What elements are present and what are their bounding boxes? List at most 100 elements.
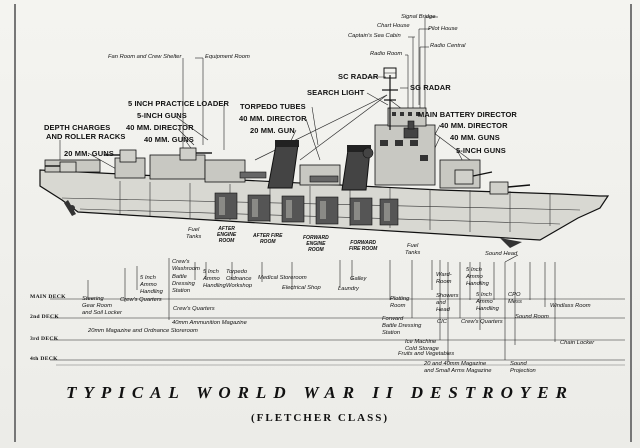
equipment-room-label: Equipment Room xyxy=(205,54,250,60)
crews-quarters-3-label: Crew's Quarters xyxy=(461,319,503,325)
sound-head-dome xyxy=(500,238,522,248)
line: Plotting xyxy=(390,296,410,302)
twenty-mm-magazine-label: 20mm Magazine and Ordnance Storeroom xyxy=(88,328,198,334)
forty-director-mid-label: 40 MM. DIRECTOR xyxy=(239,114,307,123)
line: 5 Inch xyxy=(203,269,219,275)
line: Fuel xyxy=(187,227,200,233)
line: FORWARD xyxy=(303,235,329,241)
crews-quarters-1-label: Crew's Quarters xyxy=(120,297,162,303)
line: Ammo xyxy=(476,299,493,305)
page-frame xyxy=(14,4,632,442)
line: Gear Room xyxy=(82,303,112,309)
line: Head xyxy=(436,307,450,313)
line: Crew's xyxy=(172,259,190,265)
forty-mm-magazine-label: 40mm Ammunition Magazine xyxy=(172,320,247,326)
practice-loader-label: 5 INCH PRACTICE LOADER xyxy=(128,99,229,108)
line: 5 Inch xyxy=(140,275,156,281)
sc-radar-label: SC RADAR xyxy=(338,72,379,81)
line: Fuel xyxy=(406,243,419,249)
line: Ammo xyxy=(466,274,483,280)
line: FIRE ROOM xyxy=(349,246,378,252)
torpedo-tubes xyxy=(239,171,339,183)
sound-room-label: Sound Room xyxy=(515,314,549,320)
deck-level-lines xyxy=(50,298,625,361)
forty-guns-fwd-label: 40 MM. GUNS xyxy=(450,133,500,142)
line: 20 and 40mm Magazine xyxy=(424,361,487,367)
line: ENGINE xyxy=(217,232,237,238)
forty-director-aft-label: 40 MM. DIRECTOR xyxy=(126,123,194,132)
twenty-guns-aft-label: 20 MM. GUNS xyxy=(64,149,114,158)
line: AFTER xyxy=(218,226,235,232)
galley-label: Galley xyxy=(350,276,367,282)
line: ROOM xyxy=(259,239,276,245)
medical-storeroom-label: Medical Storeroom xyxy=(258,275,307,281)
line: Mess xyxy=(508,299,522,305)
second-deck-label: 2nd DECK xyxy=(30,314,59,320)
laundry-label: Laundry xyxy=(338,286,359,292)
line: Handling xyxy=(203,283,226,289)
line: Battle xyxy=(172,274,187,280)
pilot-house-label: Pilot House xyxy=(428,26,458,32)
line: and Soil Locker xyxy=(82,310,122,316)
forty-director-fwd-label: 40 MM. DIRECTOR xyxy=(440,121,508,130)
windlass-room-label: Windlass Room xyxy=(550,303,591,309)
ward-room-label: Ward-Room xyxy=(436,272,452,286)
mast xyxy=(382,75,398,130)
search-light xyxy=(362,147,374,159)
chain-locker-label: Chain Locker xyxy=(560,340,595,346)
chart-house-label: Chart House xyxy=(377,23,410,29)
line: Ward- xyxy=(436,272,452,278)
line: AFTER FIRE xyxy=(253,233,283,239)
line: Sound xyxy=(510,361,527,367)
search-light-label: SEARCH LIGHT xyxy=(307,88,365,97)
line: Forward xyxy=(382,316,404,322)
crews-quarters-2-label: Crew's Quarters xyxy=(173,306,215,312)
line: Battle Dressing xyxy=(382,323,422,329)
line: Ammo xyxy=(140,282,157,288)
signal-bridge-label: Signal Bridge xyxy=(401,14,436,20)
line: Handling xyxy=(476,306,499,312)
fan-room-label: Fan Room and Crew Shelter xyxy=(108,54,182,60)
main-deck-label: MAIN DECK xyxy=(30,294,66,300)
five-inch-guns-aft-label: 5-INCH GUNS xyxy=(137,111,187,120)
line: 5 Inch xyxy=(476,292,492,298)
line: 5 Inch xyxy=(466,267,482,273)
line: Washroom xyxy=(172,266,200,272)
line: Handling xyxy=(140,289,163,295)
line: ROOM xyxy=(218,238,235,244)
line: ROOM xyxy=(308,247,324,253)
diagram-subtitle: (FLETCHER CLASS) xyxy=(250,412,390,424)
line: CPO xyxy=(508,292,521,298)
line: Ammo xyxy=(203,276,220,282)
compartment-leaders xyxy=(56,254,625,366)
captains-sea-cabin-label: Captain's Sea Cabin xyxy=(348,33,401,39)
sg-radar-label: SG RADAR xyxy=(410,83,451,92)
line: Cold Storage xyxy=(405,346,439,352)
line: Station xyxy=(382,330,401,336)
line: Room xyxy=(390,303,406,309)
five-inch-guns-fwd-label: 5-INCH GUNS xyxy=(456,146,506,155)
line: Ordnance xyxy=(226,276,252,282)
line: Station xyxy=(172,288,191,294)
line: Dressing xyxy=(172,281,195,287)
funnels xyxy=(267,140,371,191)
line: Steering xyxy=(82,296,104,302)
fruits-vegetables-label: Fruits and Vegetables xyxy=(398,351,455,357)
gun-mounts xyxy=(59,147,509,195)
